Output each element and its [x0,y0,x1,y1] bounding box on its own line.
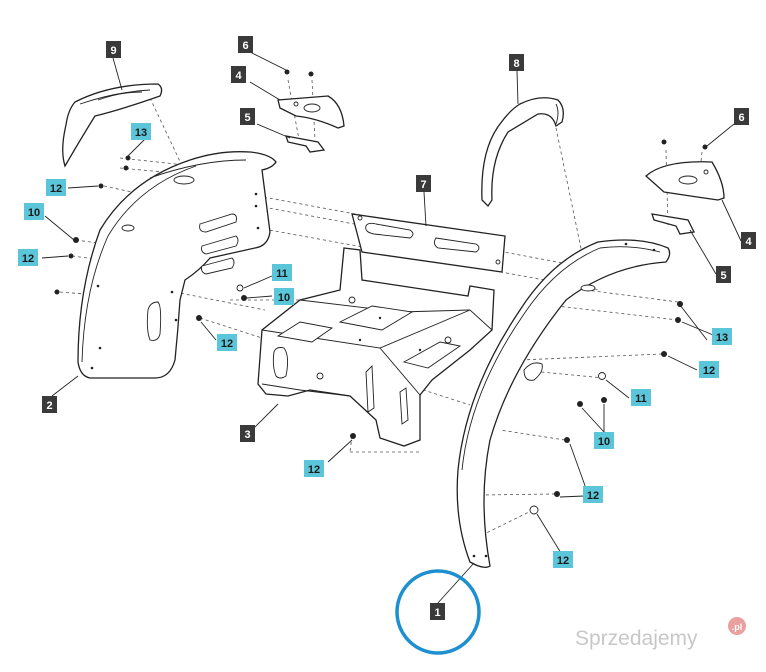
part-2-left-fender [77,151,277,379]
svg-text:2: 2 [46,400,52,412]
svg-text:4: 4 [235,70,242,82]
callout-12-right-lower: 12 [553,551,573,568]
svg-text:10: 10 [598,436,610,448]
watermark-logo-icon [728,617,746,635]
part-1-right-fender [456,239,671,568]
dark-callouts: 9 6 4 5 8 6 7 4 5 2 3 1 [42,36,756,620]
svg-text:5: 5 [720,270,726,282]
callout-3: 3 [240,425,255,442]
part-5-clip-right [651,213,695,235]
callout-4-right: 4 [741,232,756,249]
callout-6-right: 6 [734,108,749,125]
callout-1: 1 [430,603,445,620]
svg-text:12: 12 [703,365,715,377]
highlight-circle [395,569,481,655]
fasteners [54,69,708,515]
svg-text:10: 10 [278,292,290,304]
svg-text:13: 13 [716,332,728,344]
light-callouts: 13 12 10 12 11 10 12 12 13 12 11 10 12 1… [18,123,732,568]
part-4-bracket-right [645,161,725,201]
callout-12-right-upper: 12 [699,361,719,378]
callout-11-right: 11 [631,389,651,406]
callout-10-right: 10 [594,432,614,449]
callout-5-right: 5 [716,266,731,283]
svg-text:6: 6 [242,40,248,52]
callout-11-center: 11 [272,264,292,281]
part-4-bracket-left [277,95,345,129]
svg-text:12: 12 [557,555,569,567]
callout-6-left: 6 [238,36,253,53]
svg-text:10: 10 [28,207,40,219]
callout-12-left-upper: 12 [46,179,66,196]
svg-text:1: 1 [434,607,440,619]
svg-text:11: 11 [635,393,647,405]
svg-text:12: 12 [50,183,62,195]
svg-text:12: 12 [308,464,320,476]
svg-text:4: 4 [745,236,752,248]
svg-text:6: 6 [738,112,744,124]
svg-text:12: 12 [22,253,34,265]
callout-5-left: 5 [240,108,255,125]
svg-text:8: 8 [513,58,519,70]
svg-text:7: 7 [420,179,426,191]
part-5-clip-left [285,135,326,153]
callout-8: 8 [509,54,524,71]
svg-text:9: 9 [110,45,116,57]
callout-10-left: 10 [24,203,44,220]
callout-12-frame-left: 12 [217,334,237,351]
part-7-plate [351,213,506,273]
svg-text:12: 12 [587,490,599,502]
svg-text:.pl: .pl [732,622,743,632]
callout-12-frame-bottom: 12 [304,460,324,477]
callout-12-right-mid: 12 [583,486,603,503]
callout-9: 9 [106,41,121,58]
svg-text:13: 13 [135,127,147,139]
callout-10-center: 10 [274,288,294,305]
callout-13-left: 13 [131,123,151,140]
callout-2: 2 [42,396,57,413]
callout-4-left: 4 [231,66,246,83]
watermark: Sprzedajemy .pl [575,617,746,650]
part-3-frame [257,247,495,447]
callout-7: 7 [416,175,431,192]
svg-text:5: 5 [244,112,250,124]
part-8-handle [481,97,564,208]
svg-text:12: 12 [221,338,233,350]
svg-text:3: 3 [244,429,250,441]
svg-text:11: 11 [276,268,288,280]
callout-12-left-mid: 12 [18,249,38,266]
part-9-cover [62,83,163,168]
callout-13-right: 13 [712,328,732,345]
svg-text:Sprzedajemy: Sprzedajemy [575,627,698,650]
